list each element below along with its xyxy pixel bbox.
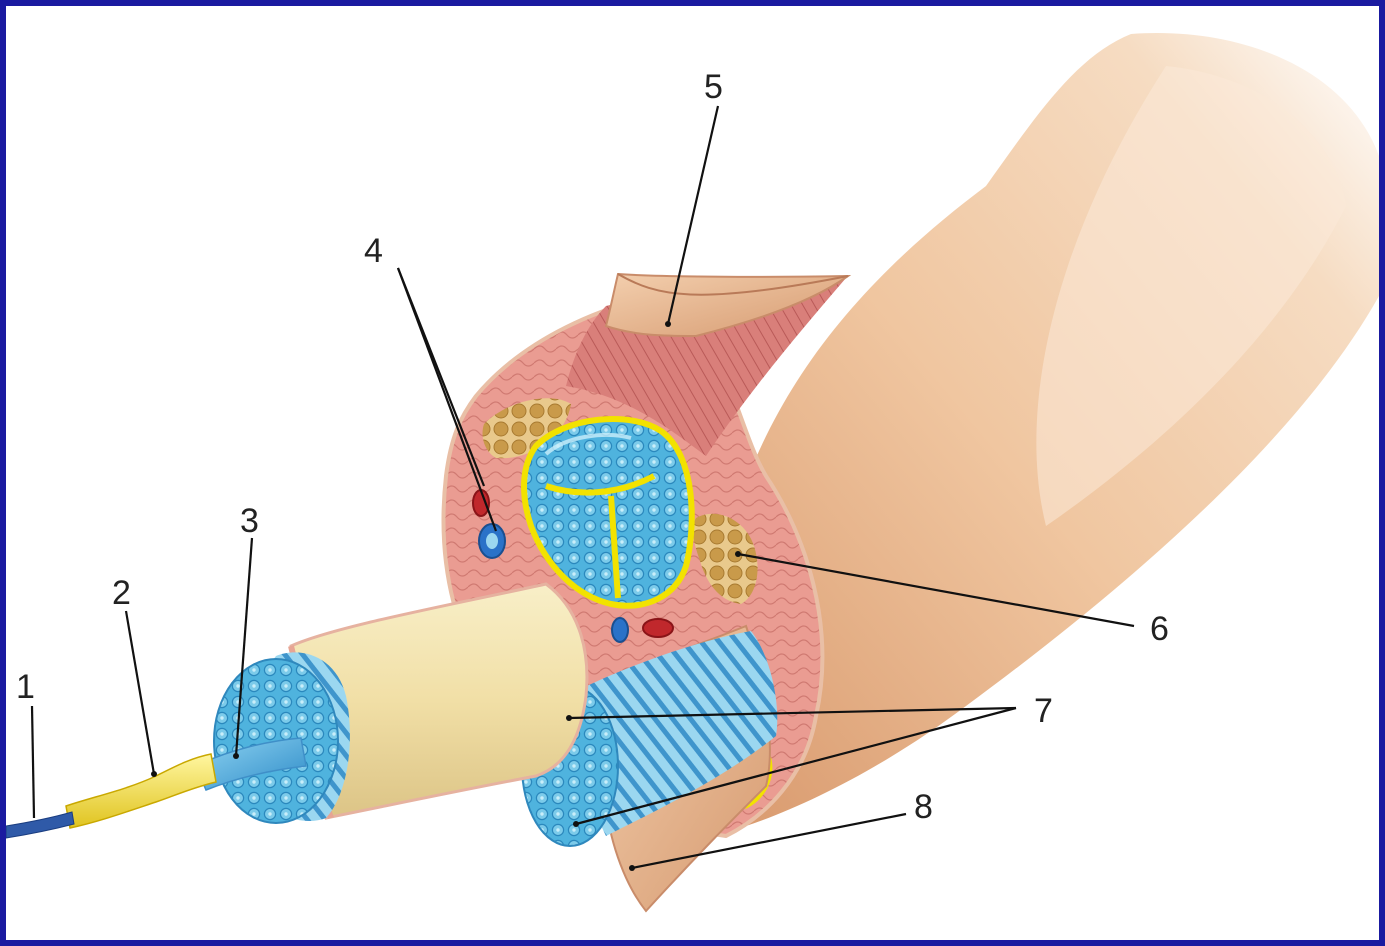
label-4: 4	[364, 232, 383, 270]
label-5: 5	[704, 68, 723, 106]
label-6: 6	[1150, 610, 1169, 648]
actin-filament	[6, 812, 74, 838]
muscle-structure-diagram: 1 2 3 4 5 6 7 8	[6, 6, 1379, 940]
label-1: 1	[16, 668, 35, 706]
diagram-frame: 1 2 3 4 5 6 7 8	[6, 6, 1379, 940]
myosin-filament	[66, 754, 216, 828]
label-8: 8	[914, 788, 933, 826]
label-2: 2	[112, 574, 131, 612]
label-7: 7	[1034, 692, 1053, 730]
artery-lower	[643, 619, 673, 637]
vein-lower	[612, 618, 628, 642]
label-3: 3	[240, 502, 259, 540]
